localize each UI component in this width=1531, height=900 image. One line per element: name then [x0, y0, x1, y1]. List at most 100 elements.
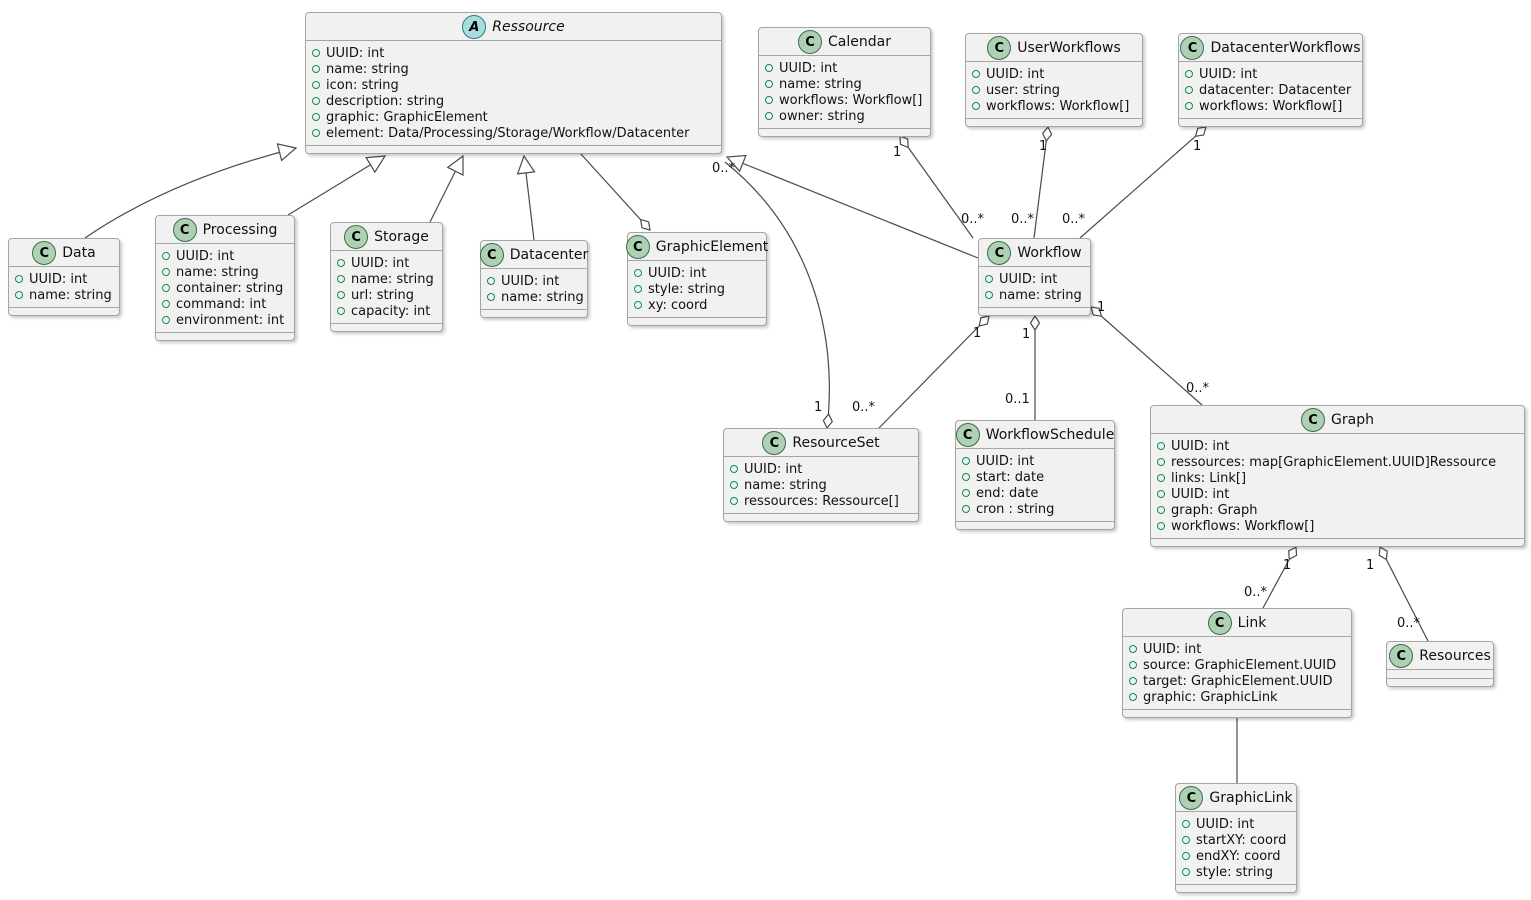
class-stereotype-icon: C — [987, 241, 1012, 265]
class-stereotype-icon: C — [625, 235, 650, 259]
edge-datacenterworkflows-aggregates-workflow — [1079, 126, 1207, 239]
attribute-row: datacenter: Datacenter — [1185, 82, 1354, 98]
multiplicity-label: 0..* — [852, 400, 876, 415]
methods-compartment — [759, 129, 930, 136]
attribute-row: url: string — [337, 287, 434, 303]
attribute-row: xy: coord — [634, 297, 758, 313]
attribute-text: graphic: GraphicElement — [326, 109, 488, 125]
attribute-text: style: string — [1196, 864, 1274, 880]
class-calendar: C Calendar UUID: int name: string workfl… — [758, 27, 931, 137]
class-title: WorkflowSchedule — [985, 427, 1115, 443]
multiplicity-label: 0..* — [1186, 381, 1210, 396]
edge-calendar-aggregates-workflow — [899, 135, 974, 239]
class-header: C Calendar — [759, 28, 930, 56]
attribute-row: name: string — [730, 477, 910, 493]
multiplicity-label: 1 — [814, 400, 823, 415]
methods-compartment — [1151, 539, 1524, 546]
multiplicity-label: 1 — [1022, 327, 1031, 342]
field-bullet-icon — [487, 277, 495, 285]
attribute-text: command: int — [176, 296, 267, 312]
class-title: DatacenterWorkflows — [1210, 40, 1361, 56]
attributes-compartment: UUID: int name: string — [979, 267, 1090, 308]
multiplicity-label: 0..* — [961, 212, 985, 227]
attributes-compartment: UUID: int ressources: map[GraphicElement… — [1151, 434, 1524, 539]
class-header: C Processing — [156, 216, 294, 244]
attribute-text: UUID: int — [1143, 641, 1202, 657]
field-bullet-icon — [765, 80, 773, 88]
multiplicity-label: 0..* — [1011, 212, 1035, 227]
attribute-text: ressources: Ressource[] — [744, 493, 899, 509]
class-stereotype-icon: C — [1301, 408, 1326, 432]
field-bullet-icon — [1157, 442, 1165, 450]
attribute-row: UUID: int — [972, 66, 1134, 82]
class-storage: C Storage UUID: int name: string url: st… — [330, 222, 443, 332]
attributes-compartment: UUID: int datacenter: Datacenter workflo… — [1179, 62, 1362, 119]
attribute-row: graphic: GraphicLink — [1129, 689, 1343, 705]
class-title: GraphicLink — [1209, 790, 1293, 806]
attributes-compartment: UUID: int name: string ressources: Resso… — [724, 457, 918, 514]
field-bullet-icon — [1157, 490, 1165, 498]
attribute-row: workflows: Workflow[] — [972, 98, 1134, 114]
field-bullet-icon — [337, 275, 345, 283]
class-title: Data — [62, 245, 96, 261]
attribute-text: target: GraphicElement.UUID — [1143, 673, 1333, 689]
attribute-row: UUID: int — [1157, 486, 1516, 502]
attribute-text: environment: int — [176, 312, 285, 328]
field-bullet-icon — [312, 65, 320, 73]
aggregation-diamond-icon — [1090, 306, 1103, 318]
class-stereotype-icon: C — [1180, 36, 1205, 60]
attribute-row: element: Data/Processing/Storage/Workflo… — [312, 125, 713, 141]
edge-ressource-graphicelement-aggregation — [579, 152, 651, 231]
edge-datacenter-extends-ressource — [516, 154, 536, 241]
attribute-row: UUID: int — [1182, 816, 1288, 832]
attribute-row: container: string — [162, 280, 286, 296]
attribute-row: links: Link[] — [1157, 470, 1516, 486]
attribute-row: UUID: int — [15, 271, 111, 287]
class-title: Graph — [1331, 412, 1374, 428]
field-bullet-icon — [1185, 70, 1193, 78]
class-graph: C Graph UUID: int ressources: map[Graphi… — [1150, 405, 1525, 547]
field-bullet-icon — [1182, 852, 1190, 860]
field-bullet-icon — [1157, 474, 1165, 482]
attribute-text: UUID: int — [326, 45, 385, 61]
field-bullet-icon — [337, 307, 345, 315]
aggregation-diamond-icon — [1041, 125, 1053, 143]
attribute-text: UUID: int — [986, 66, 1045, 82]
attribute-row: name: string — [312, 61, 713, 77]
attribute-text: ressources: map[GraphicElement.UUID]Ress… — [1171, 454, 1497, 470]
field-bullet-icon — [162, 300, 170, 308]
class-stereotype-icon: C — [344, 225, 369, 249]
field-bullet-icon — [312, 97, 320, 105]
class-datacenter: C Datacenter UUID: int name: string — [479, 240, 588, 318]
methods-compartment — [481, 310, 587, 317]
class-header: C GraphicLink — [1176, 784, 1296, 812]
methods-compartment — [724, 514, 918, 521]
field-bullet-icon — [1157, 506, 1165, 514]
class-stereotype-icon: C — [1207, 611, 1232, 635]
field-bullet-icon — [162, 268, 170, 276]
field-bullet-icon — [765, 112, 773, 120]
multiplicity-label: 1 — [1366, 558, 1375, 573]
attribute-row: icon: string — [312, 77, 713, 93]
field-bullet-icon — [634, 285, 642, 293]
field-bullet-icon — [730, 465, 738, 473]
class-stereotype-icon: C — [1389, 644, 1414, 668]
multiplicity-label: 1 — [893, 145, 902, 160]
attribute-row: description: string — [312, 93, 713, 109]
attribute-row: UUID: int — [162, 248, 286, 264]
multiplicity-label: 0..* — [1244, 585, 1268, 600]
attribute-text: workflows: Workflow[] — [1171, 518, 1315, 534]
field-bullet-icon — [730, 497, 738, 505]
attribute-row: endXY: coord — [1182, 848, 1288, 864]
methods-compartment — [1123, 710, 1351, 717]
attribute-row: start: date — [962, 469, 1106, 485]
attributes-compartment: UUID: int user: string workflows: Workfl… — [966, 62, 1142, 119]
attribute-text: UUID: int — [999, 271, 1058, 287]
field-bullet-icon — [312, 113, 320, 121]
attribute-text: startXY: coord — [1196, 832, 1287, 848]
field-bullet-icon — [1182, 868, 1190, 876]
field-bullet-icon — [972, 86, 980, 94]
field-bullet-icon — [162, 284, 170, 292]
attribute-text: element: Data/Processing/Storage/Workflo… — [326, 125, 690, 141]
attributes-compartment: UUID: int name: string icon: string desc… — [306, 41, 721, 146]
